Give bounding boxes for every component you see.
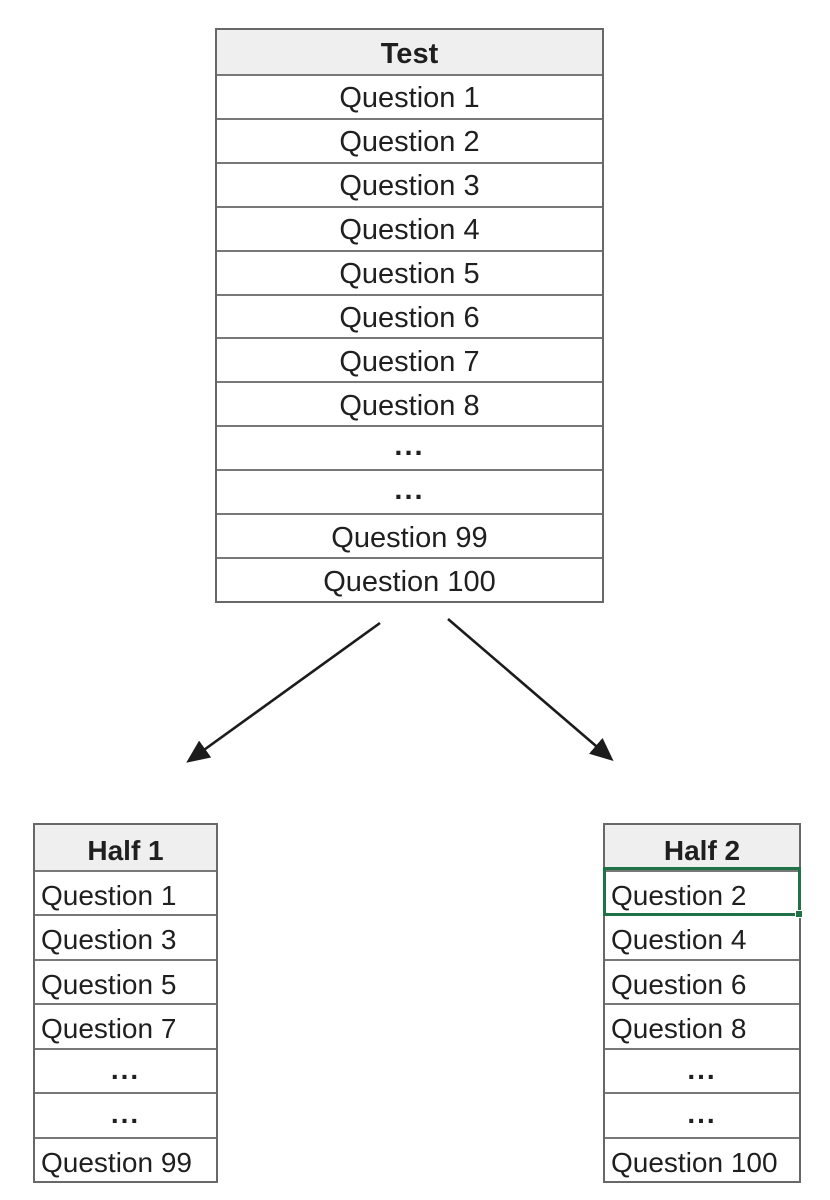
table-cell: Question 5 <box>217 249 602 294</box>
split-arrow-left <box>186 621 381 763</box>
table-cell: Question 8 <box>217 381 602 425</box>
ellipsis-cell: ... <box>35 1092 216 1137</box>
table-cell: Question 6 <box>605 958 799 1004</box>
table-cell: Question 7 <box>217 337 602 381</box>
test-table-header: Test <box>217 30 602 74</box>
table-cell: Question 1 <box>217 73 602 118</box>
table-cell: Question 2 <box>217 117 602 162</box>
ellipsis-cell: ... <box>605 1092 799 1137</box>
half2-table-header: Half 2 <box>605 825 799 870</box>
half2-table: Half 2 Question 2 Question 4 Question 6 … <box>603 823 803 1183</box>
ellipsis-cell: ... <box>217 425 602 469</box>
ellipsis-cell: ... <box>35 1047 216 1093</box>
table-cell: Question 4 <box>217 205 602 250</box>
table-cell: Question 5 <box>35 958 216 1004</box>
table-cell: Question 99 <box>35 1136 216 1182</box>
half1-table: Half 1 Question 1 Question 3 Question 5 … <box>33 823 218 1183</box>
table-cell: Question 8 <box>605 1003 799 1048</box>
split-arrow-right <box>447 618 614 762</box>
ellipsis-cell: ... <box>605 1047 799 1093</box>
half1-table-header: Half 1 <box>35 825 216 870</box>
selected-cell: Question 2 <box>605 869 799 915</box>
ellipsis-cell: ... <box>217 469 602 513</box>
test-table: Test Question 1 Question 2 Question 3 Qu… <box>215 28 604 603</box>
table-cell: Question 3 <box>217 161 602 206</box>
table-cell: Question 1 <box>35 869 216 915</box>
table-cell: Question 100 <box>217 557 602 601</box>
table-cell: Question 3 <box>35 914 216 959</box>
table-cell: Question 99 <box>217 513 602 557</box>
table-cell: Question 7 <box>35 1003 216 1048</box>
table-cell: Question 6 <box>217 293 602 338</box>
table-cell: Question 4 <box>605 914 799 959</box>
table-cell: Question 100 <box>605 1136 799 1182</box>
